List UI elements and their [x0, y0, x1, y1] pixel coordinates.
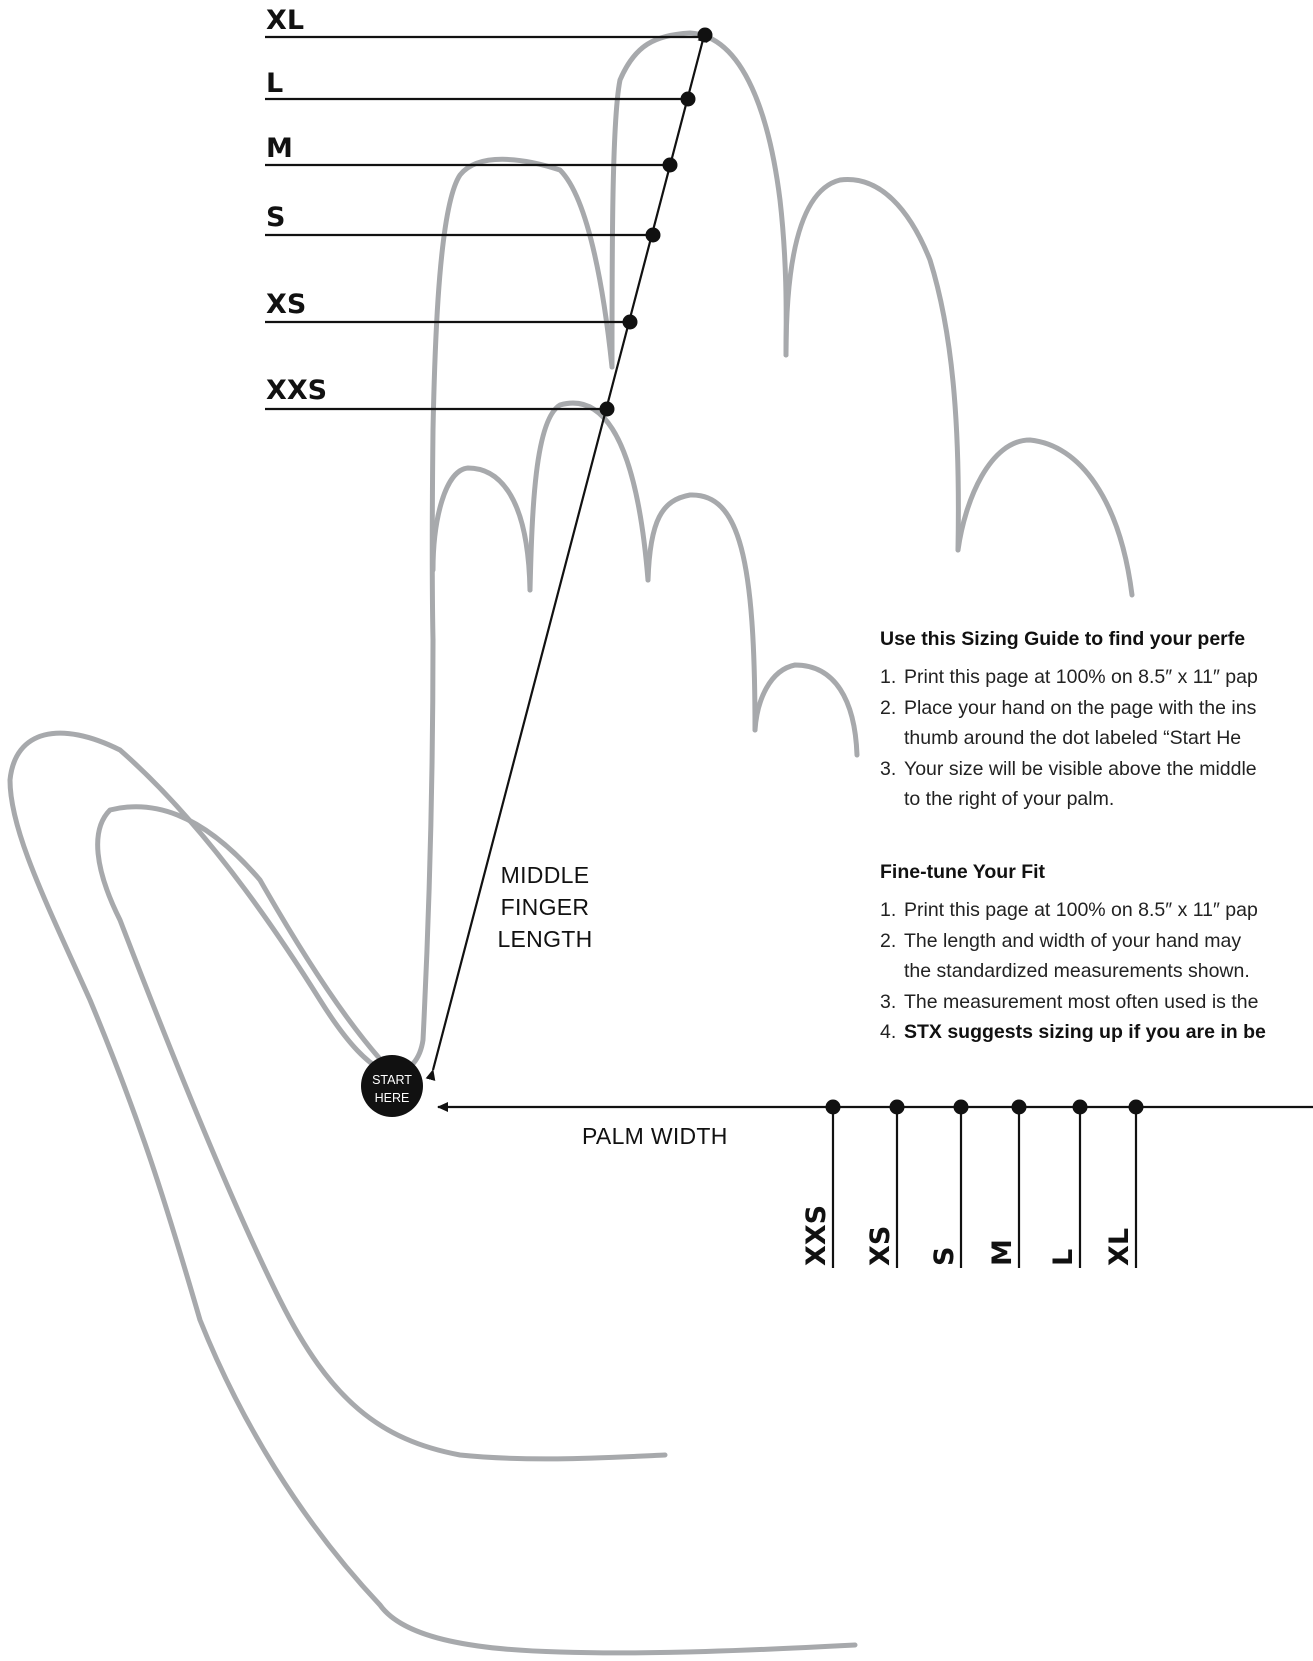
palm-width-label: PALM WIDTH	[582, 1123, 728, 1149]
palm-dot-xl	[1129, 1100, 1144, 1115]
finetune-steps: 1.Print this page at 100% on 8.5″ x 11″ …	[880, 895, 1266, 1048]
palm-size-label-xl: XL	[1104, 1228, 1135, 1266]
finetune-step-3: 3.The measurement most often used is the	[880, 987, 1266, 1018]
start-here-line-1: START	[372, 1073, 412, 1087]
palm-dot-l	[1073, 1100, 1088, 1115]
finger-dot-xxs	[600, 402, 615, 417]
finger-dot-s	[646, 228, 661, 243]
pinky-finger-outline	[958, 440, 1132, 595]
palm-size-label-xxs: XXS	[801, 1205, 832, 1266]
middle-finger-length-line-1: MIDDLE	[501, 862, 590, 888]
palm-size-label-s: S	[929, 1247, 960, 1266]
finetune-step-2: 2.The length and width of your hand may	[880, 926, 1266, 957]
palm-size-label-m: M	[987, 1239, 1018, 1266]
finetune-step-4: 4.STX suggests sizing up if you are in b…	[880, 1017, 1266, 1048]
sizing-guide-title: Use this Sizing Guide to find your perfe	[880, 624, 1258, 654]
finetune-step-2-cont: the standardized measurements shown.	[880, 956, 1266, 987]
middle-finger-length-label: MIDDLE FINGER LENGTH	[497, 862, 592, 952]
curl-outline-1	[433, 468, 530, 590]
sizing-guide-step-3-cont: to the right of your palm.	[880, 784, 1258, 815]
sizing-guide-step-2: 2.Place your hand on the page with the i…	[880, 693, 1258, 724]
palm-dot-xxs	[826, 1100, 841, 1115]
palm-dot-m	[1012, 1100, 1027, 1115]
palm-outline-left	[10, 640, 855, 1653]
start-here-line-2: HERE	[375, 1091, 410, 1105]
sizing-guide-step-3: 3.Your size will be visible above the mi…	[880, 754, 1258, 785]
finger-size-label-s: S	[266, 202, 285, 233]
finger-length-scale	[265, 37, 705, 409]
ring-finger-outline	[786, 180, 958, 550]
sizing-guide-step-1: 1.Print this page at 100% on 8.5″ x 11″ …	[880, 662, 1258, 693]
start-here-marker: START HERE	[361, 1055, 423, 1117]
finetune-title: Fine-tune Your Fit	[880, 857, 1266, 887]
middle-finger-length-line-2: FINGER	[501, 894, 590, 920]
finger-size-label-m: M	[266, 133, 293, 164]
sizing-guide-step-2-cont: thumb around the dot labeled “Start He	[880, 723, 1258, 754]
finetune-instructions: Fine-tune Your Fit 1.Print this page at …	[880, 857, 1266, 1048]
middle-finger-length-line-3: LENGTH	[497, 926, 592, 952]
sizing-guide-steps: 1.Print this page at 100% on 8.5″ x 11″ …	[880, 662, 1258, 815]
palm-size-label-xs: XS	[865, 1226, 896, 1266]
middle-finger-outline	[612, 33, 786, 367]
index-finger-outline	[432, 159, 612, 640]
finetune-step-1: 1.Print this page at 100% on 8.5″ x 11″ …	[880, 895, 1266, 926]
palm-size-label-l: L	[1048, 1249, 1079, 1266]
curl-outline-3	[648, 495, 755, 730]
palm-dot-s	[954, 1100, 969, 1115]
hand-outline	[10, 33, 1132, 1653]
curl-outline-2	[530, 403, 648, 590]
finger-dot-xl	[698, 28, 713, 43]
palm-dot-xs	[890, 1100, 905, 1115]
finger-size-label-xl: XL	[266, 5, 304, 36]
finger-dot-xs	[623, 315, 638, 330]
finger-size-label-xs: XS	[266, 289, 306, 320]
finger-size-labels: XL L M S XS XXS	[266, 5, 327, 406]
curl-outline-4	[755, 665, 857, 755]
sizing-guide-instructions: Use this Sizing Guide to find your perfe…	[880, 624, 1258, 815]
palm-width-scale: XXS XS S M L XL PALM WIDTH	[438, 1100, 1313, 1269]
finger-dot-l	[681, 92, 696, 107]
finger-size-label-l: L	[266, 68, 283, 99]
finger-size-label-xxs: XXS	[266, 375, 327, 406]
finger-dot-m	[663, 158, 678, 173]
